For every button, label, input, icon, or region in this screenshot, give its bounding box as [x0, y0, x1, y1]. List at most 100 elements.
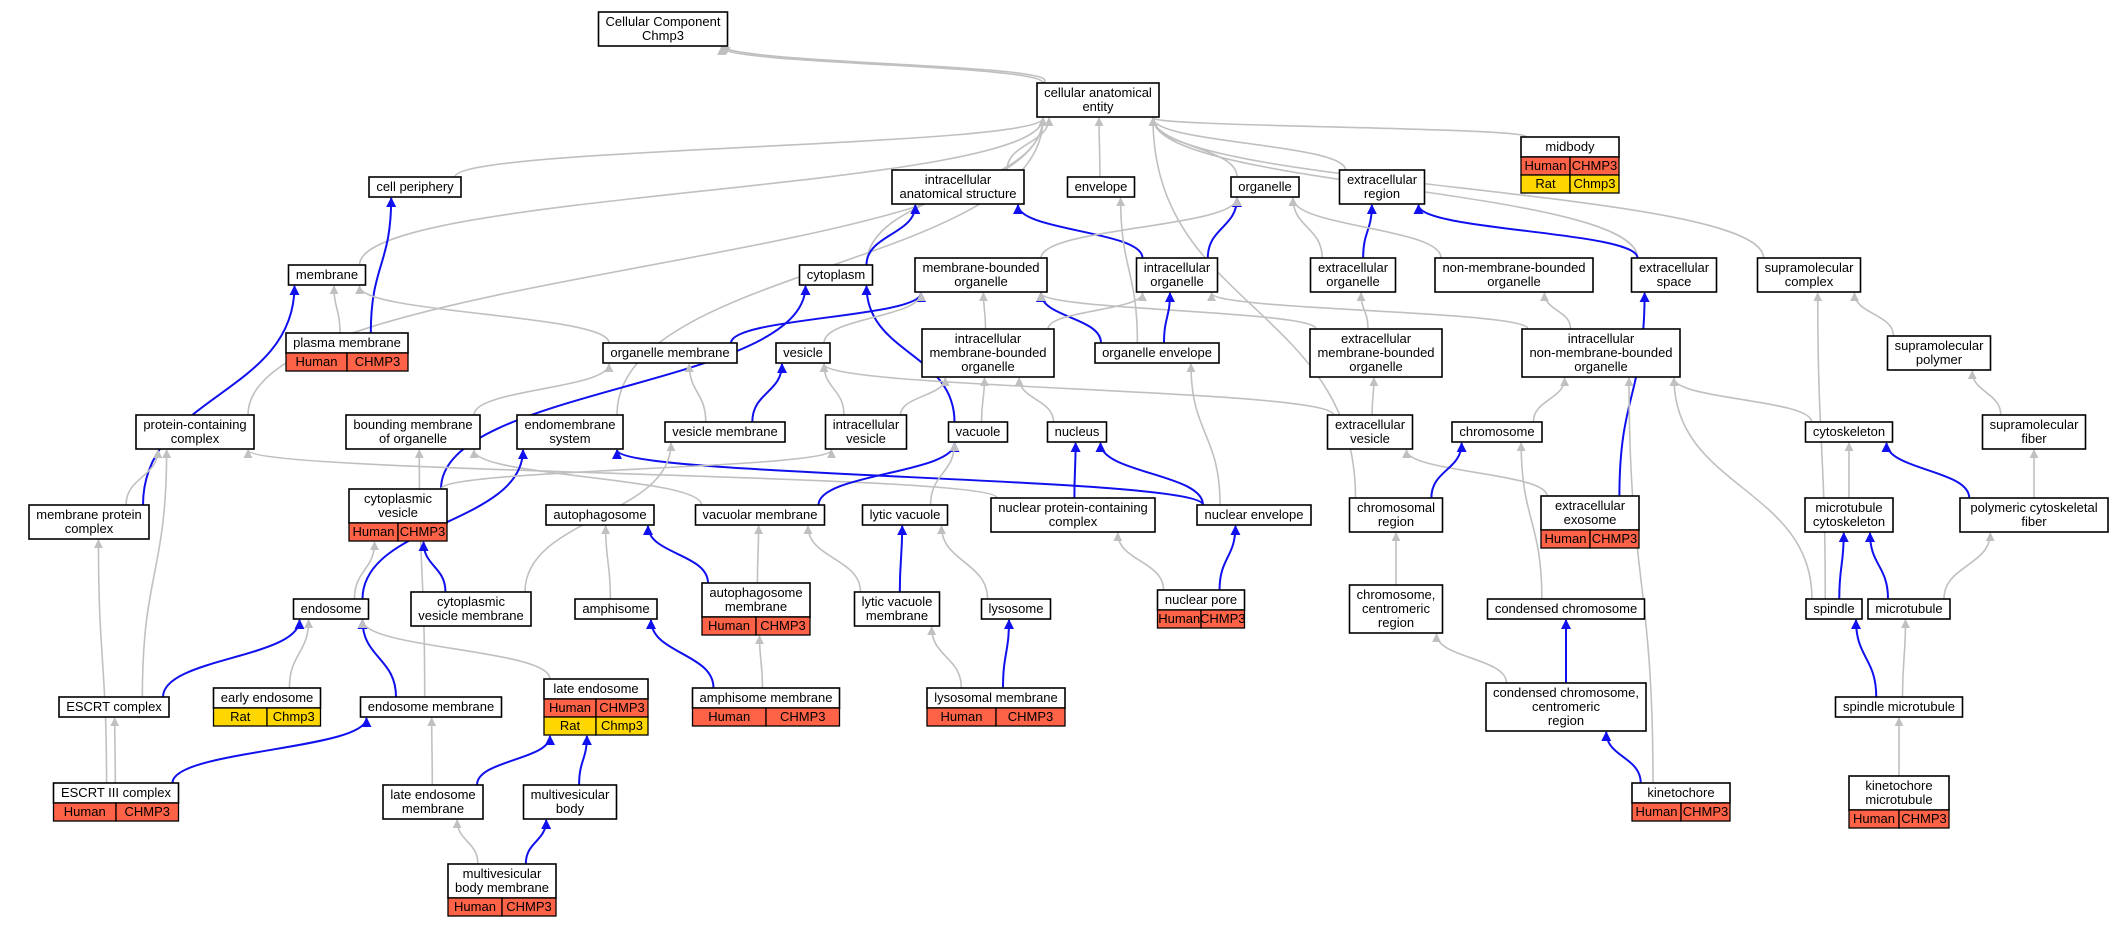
node-label: organelle membrane [610, 345, 729, 360]
node-chromosome[interactable]: chromosome [1451, 421, 1543, 443]
node-label: polymer [1916, 352, 1963, 367]
node-organelle[interactable]: organelle [1230, 176, 1300, 198]
node-label: chromosome, [1357, 587, 1436, 602]
node-condchrom[interactable]: condensed chromosome [1486, 598, 1646, 620]
is-a-edge [927, 626, 963, 689]
node-label: cytoskeleton [1813, 514, 1885, 529]
node-label: microtubule [1815, 500, 1882, 515]
node-label: multivesicular [531, 787, 610, 802]
node-endomem[interactable]: endosome membrane [359, 696, 503, 718]
node-microtubule[interactable]: microtubule [1867, 598, 1951, 620]
node-vesicle[interactable]: vesicle [775, 342, 831, 364]
node-spindlemt[interactable]: spindle microtubule [1834, 696, 1964, 718]
node-label: kinetochore [1647, 785, 1714, 800]
node-autophagosome[interactable]: autophagosome [545, 504, 655, 526]
node-spindle[interactable]: spindle [1805, 598, 1863, 620]
gene-label: Chmp3 [273, 709, 315, 724]
node-lyticvac[interactable]: lytic vacuole [861, 504, 949, 526]
is-a-edge [1967, 370, 2002, 416]
node-label: membrane [725, 599, 787, 614]
node-cellperiph[interactable]: cell periphery [368, 176, 462, 198]
node-cytoplasm[interactable]: cytoplasm [798, 264, 874, 286]
node-orgmem[interactable]: organelle membrane [602, 342, 738, 364]
is-a-edge [329, 285, 341, 334]
node-vacmem[interactable]: vacuolar membrane [694, 504, 826, 526]
node-cytoskeleton[interactable]: cytoskeleton [1804, 421, 1894, 443]
node-orgenv[interactable]: organelle envelope [1094, 342, 1220, 364]
node-label: vacuole [956, 424, 1001, 439]
is-a-edge [141, 449, 172, 698]
nodes-layer: body membraneCellular ComponentChmp3cell… [28, 11, 2109, 917]
node-envelope[interactable]: envelope [1066, 176, 1136, 198]
node-vesmem[interactable]: vesicle membrane [664, 421, 786, 443]
node-escrt[interactable]: ESCRT complex [58, 696, 170, 718]
node-box [1756, 257, 1862, 293]
node-nucleus[interactable]: nucleus [1046, 421, 1108, 443]
node-endosome[interactable]: endosome [292, 598, 370, 620]
node-box [1959, 497, 2109, 533]
node-membrane[interactable]: membrane [287, 264, 367, 286]
node-nucenv[interactable]: nuclear envelope [1196, 504, 1312, 526]
node-label: non-membrane-bounded [1442, 260, 1585, 275]
node-label: lysosome [989, 601, 1044, 616]
is-a-edge [1094, 117, 1104, 178]
node-inmbo[interactable]: intracellularnon-membrane-boundedorganel… [1521, 328, 1681, 378]
node-vacuole[interactable]: vacuole [947, 421, 1009, 443]
part-of-edge [171, 717, 372, 784]
node-box [1309, 257, 1397, 293]
node-lysosome[interactable]: lysosome [980, 598, 1052, 620]
is-a-edge [684, 363, 707, 423]
node-box [914, 257, 1048, 293]
node-amphisome[interactable]: amphisome [574, 598, 658, 620]
node-box [368, 176, 462, 198]
part-of-edge [730, 292, 926, 344]
part-of-edge [1002, 619, 1014, 689]
